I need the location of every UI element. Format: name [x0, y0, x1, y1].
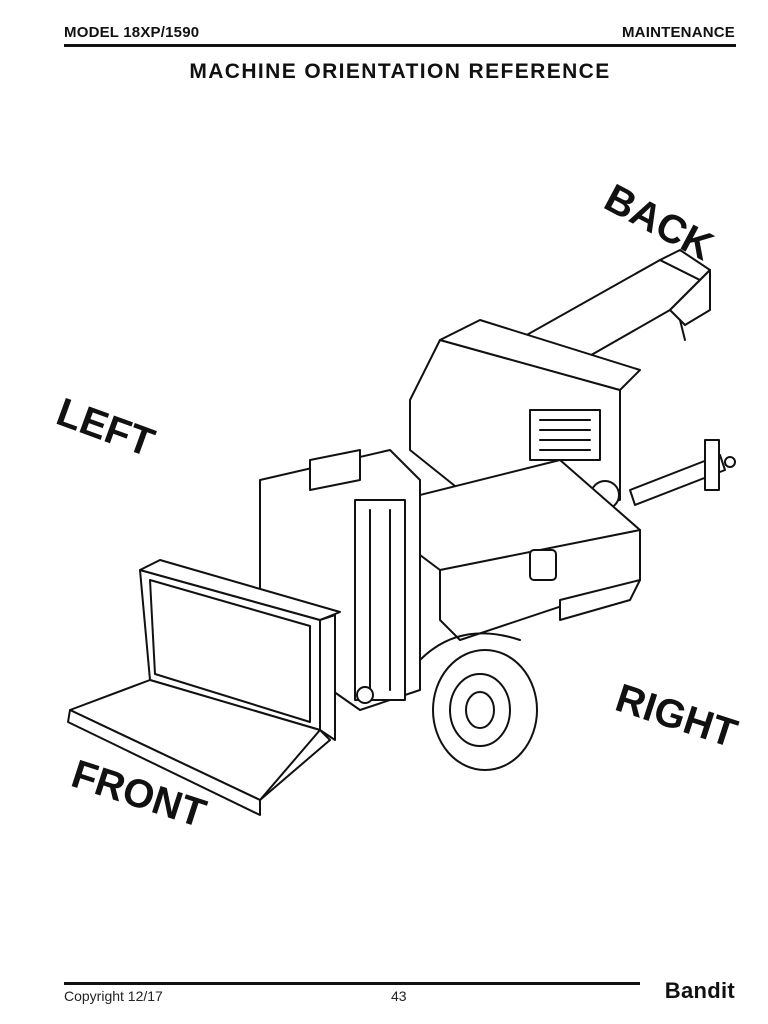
- hitch-tongue: [629, 439, 736, 506]
- header-divider: [64, 44, 736, 47]
- page-title: MACHINE ORIENTATION REFERENCE: [189, 60, 611, 83]
- header-model: MODEL 18XP/1590: [64, 24, 200, 41]
- brand-logo: Bandit: [664, 978, 735, 1003]
- infeed-hopper: [67, 559, 341, 816]
- wood-chipper-illustration: [67, 249, 736, 816]
- page-number: 43: [391, 988, 407, 1004]
- header-section: MAINTENANCE: [621, 24, 735, 41]
- wheel: [419, 632, 538, 771]
- footer-divider: [64, 982, 640, 985]
- footer-copyright: Copyright 12/17: [64, 988, 163, 1004]
